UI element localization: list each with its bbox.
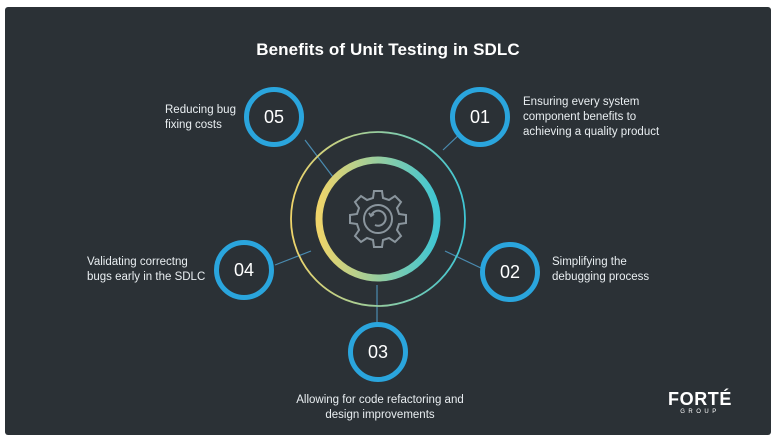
benefit-number-03: 03 bbox=[348, 322, 408, 382]
benefit-text-04: Validating correctng bugs early in the S… bbox=[87, 256, 206, 283]
benefit-number-01: 01 bbox=[450, 87, 510, 147]
logo-name: FORTÉ bbox=[668, 389, 732, 409]
benefit-text-05: Reducing bug fixing costs bbox=[165, 104, 236, 131]
benefit-number-02: 02 bbox=[480, 242, 540, 302]
diagram-graphic bbox=[274, 114, 484, 325]
connector-line-04 bbox=[274, 250, 312, 266]
benefit-text-01: Ensuring every system component benefits… bbox=[523, 96, 660, 138]
forte-group-logo: FORTÉ GROUP bbox=[655, 390, 745, 415]
benefit-text-02: Simplifying the debugging process bbox=[552, 256, 650, 283]
connector-line-05 bbox=[304, 139, 334, 178]
benefit-number-05: 05 bbox=[244, 87, 304, 147]
logo-sub: GROUP bbox=[680, 409, 720, 415]
gear-icon bbox=[349, 190, 407, 248]
infographic-panel: Benefits of Unit Testing in SDLC 01 Ensu… bbox=[5, 7, 771, 435]
benefit-number-04: 04 bbox=[214, 240, 274, 300]
connector-line-02 bbox=[444, 250, 484, 270]
benefit-text-03: Allowing for code refactoring and design… bbox=[296, 394, 464, 421]
inner-ring bbox=[315, 156, 441, 282]
page-title: Benefits of Unit Testing in SDLC bbox=[256, 40, 520, 59]
outer-ring bbox=[290, 131, 466, 307]
